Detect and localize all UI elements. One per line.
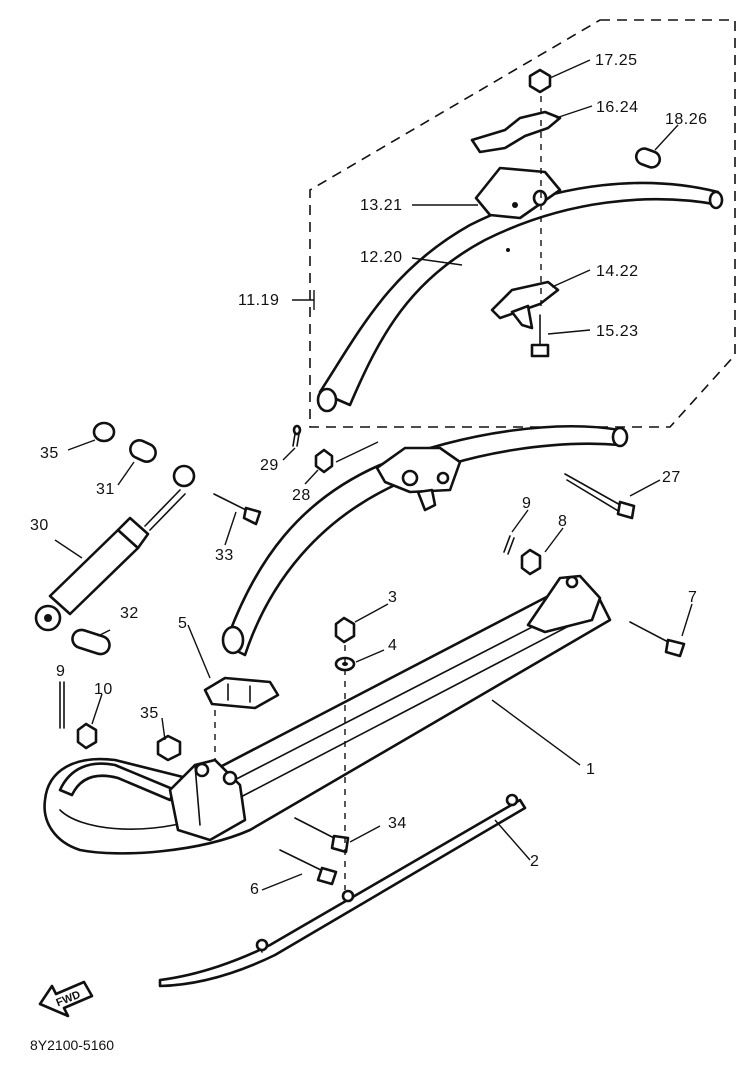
- callout-16-24: 16.24: [596, 99, 639, 116]
- cotter-pin-right: [503, 535, 515, 555]
- callout-1: 1: [586, 761, 595, 778]
- callout-4: 4: [388, 637, 397, 654]
- bolt: [530, 314, 550, 358]
- callout-30: 30: [30, 517, 49, 534]
- castle-nut: [314, 448, 334, 474]
- callout-9-right: 9: [522, 495, 531, 512]
- spring-seat: [474, 166, 562, 220]
- shock-absorber: [34, 464, 196, 632]
- callout-9-left: 9: [56, 663, 65, 680]
- callout-35-lower: 35: [140, 705, 159, 722]
- shock-bolt: [213, 493, 262, 526]
- cotter-pin: [292, 424, 302, 447]
- collar-lower: [71, 628, 111, 656]
- cotter-pin-left: [59, 681, 65, 729]
- bushing-upper: [92, 421, 116, 443]
- callout-3: 3: [388, 589, 397, 606]
- callout-35-upper: 35: [40, 445, 59, 462]
- callout-27: 27: [662, 469, 681, 486]
- callout-2: 2: [530, 853, 539, 870]
- bushing: [634, 147, 662, 169]
- castle-nut-left: [76, 722, 98, 750]
- spring-bracket: [375, 446, 462, 512]
- spring-plate: [490, 280, 560, 330]
- callout-28: 28: [292, 487, 311, 504]
- leaf-spring-subassembly-boundary: [309, 19, 736, 428]
- callout-31: 31: [96, 481, 115, 498]
- wear-rod: [158, 793, 527, 988]
- callout-8: 8: [558, 513, 567, 530]
- callout-11-19: 11.19: [238, 292, 279, 309]
- ski-spindle-bracket: [168, 758, 247, 842]
- callout-18-26: 18.26: [665, 111, 708, 128]
- callout-17-25: 17.25: [595, 52, 638, 69]
- callout-6: 6: [250, 881, 259, 898]
- callout-33: 33: [215, 547, 234, 564]
- damper-block: [203, 676, 280, 710]
- callout-15-23: 15.23: [596, 323, 639, 340]
- nut: [528, 68, 552, 94]
- callout-32: 32: [120, 605, 139, 622]
- ski-rear-bracket: [526, 574, 602, 634]
- callout-34: 34: [388, 815, 407, 832]
- callout-12-20: 12.20: [360, 249, 403, 266]
- collar: [129, 439, 157, 463]
- leader-lines: [54, 59, 693, 891]
- callout-14-22: 14.22: [596, 263, 639, 280]
- ski: [43, 588, 612, 855]
- nut-3: [334, 616, 356, 644]
- callout-5: 5: [178, 615, 187, 632]
- long-bolt: [564, 473, 636, 520]
- spring-clamp: [470, 110, 562, 154]
- mount-bolt: [294, 817, 350, 854]
- callout-13-21: 13.21: [360, 197, 403, 214]
- callout-10: 10: [94, 681, 113, 698]
- callout-29: 29: [260, 457, 279, 474]
- front-bolt: [279, 849, 338, 886]
- drawing-code: 8Y2100-5160: [30, 1037, 114, 1053]
- fwd-arrow-icon: FWD: [38, 980, 94, 1018]
- leaf-spring-upper: [316, 181, 724, 413]
- callout-7: 7: [688, 589, 697, 606]
- bushing-lower: [156, 734, 182, 762]
- castle-nut-right: [520, 548, 542, 576]
- ski-bolt: [629, 621, 686, 658]
